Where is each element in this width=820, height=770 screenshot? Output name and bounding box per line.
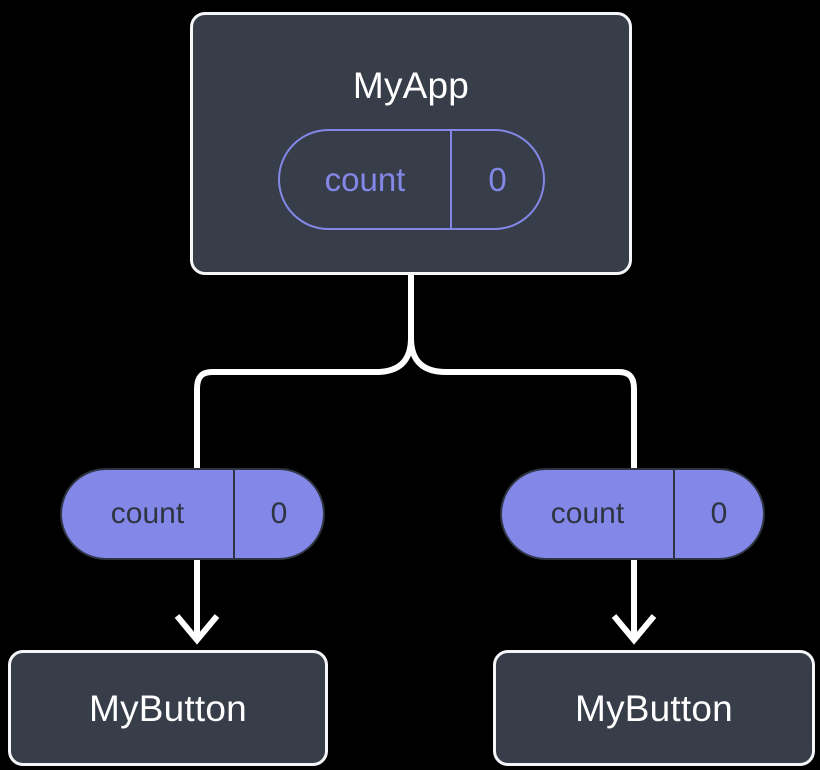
component-node-mybutton-right[interactable]: MyButton [493, 650, 815, 766]
component-title-myapp: MyApp [352, 65, 470, 106]
component-node-mybutton-left[interactable]: MyButton [8, 650, 328, 766]
arrowhead-left-down-icon [174, 614, 220, 645]
prop-pill-value: 0 [710, 497, 728, 530]
arrowhead-right-down-icon [611, 614, 657, 645]
prop-pill-key: count [502, 470, 675, 558]
state-pill-myapp-count[interactable]: count 0 [278, 129, 545, 230]
state-pill-key: count [280, 131, 452, 228]
prop-pill-right-count[interactable]: count 0 [500, 468, 765, 560]
prop-pill-value: 0 [270, 497, 288, 530]
edge-root-to-right-child [408, 337, 637, 470]
edge-root-to-left-child [194, 337, 414, 470]
component-title-mybutton: MyButton [575, 687, 733, 729]
component-title-mybutton: MyButton [89, 687, 247, 729]
prop-pill-left-count[interactable]: count 0 [60, 468, 325, 560]
prop-pill-key: count [62, 470, 235, 558]
state-pill-value: 0 [488, 161, 507, 198]
